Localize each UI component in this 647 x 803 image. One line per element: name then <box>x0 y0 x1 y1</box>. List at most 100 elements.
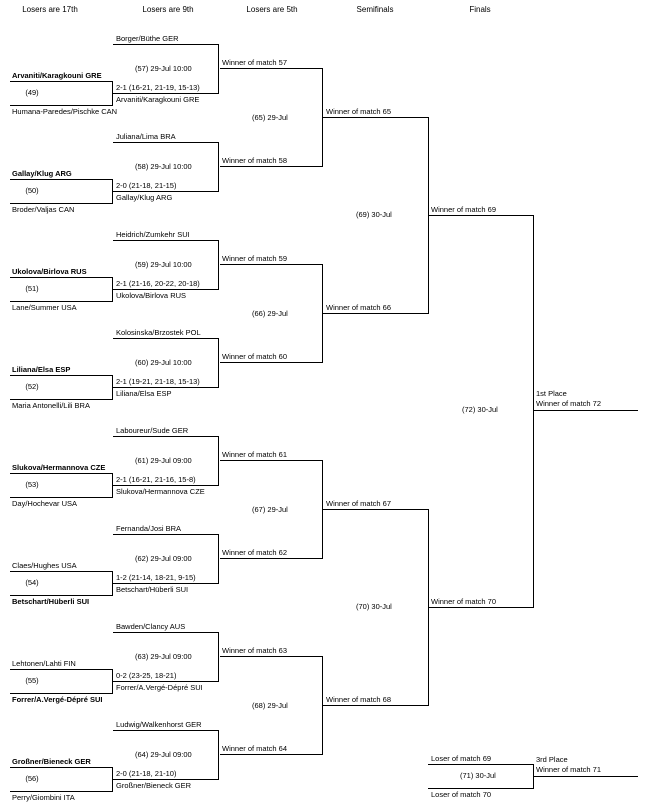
final-connector <box>533 215 534 608</box>
sf-team-bottom: Winner of match 68 <box>326 695 392 704</box>
r2-team-bottom: Liliana/Elsa ESP <box>116 389 172 398</box>
header-losers-5th: Losers are 5th <box>246 5 298 14</box>
r1-team-a: Lehtonen/Lahti FIN <box>12 659 76 668</box>
r1-team-a: Großner/Bieneck GER <box>12 757 91 766</box>
r1-team-b: Day/Hochevar USA <box>12 499 78 508</box>
r2-score: 2-1 (16-21, 21-16, 15-8) <box>116 475 196 484</box>
r2-connector <box>218 142 219 192</box>
r3-team-bottom: Winner of match 64 <box>222 744 288 753</box>
r2-match-info: (62) 29-Jul 09:00 <box>135 554 192 563</box>
r3-top-line <box>220 656 322 657</box>
r2-match-info: (60) 29-Jul 10:00 <box>135 358 192 367</box>
r2-match-info: (64) 29-Jul 09:00 <box>135 750 192 759</box>
r2-team-top: Fernanda/Josi BRA <box>116 524 182 533</box>
r1-team-a: Liliana/Elsa ESP <box>12 365 71 374</box>
r1-bottom-line <box>10 791 113 792</box>
header-losers-17th: Losers are 17th <box>22 5 78 14</box>
r1-seed: (56) <box>25 774 39 783</box>
r2-connector <box>218 730 219 780</box>
r3-team-top: Winner of match 59 <box>222 254 288 263</box>
r1-top-line <box>10 767 113 768</box>
r3-bottom-line <box>220 558 322 559</box>
r3-match-info: (66) 29-Jul <box>252 309 288 318</box>
r2-match-info: (63) 29-Jul 09:00 <box>135 652 192 661</box>
r1-connector <box>112 375 113 400</box>
r2-score: 2-1 (16-21, 21-19, 15-13) <box>116 83 200 92</box>
r1-top-line <box>10 179 113 180</box>
final-team-top: Winner of match 69 <box>431 205 497 214</box>
r2-bottom-line <box>113 583 218 584</box>
sf-team-top: Winner of match 67 <box>326 499 392 508</box>
r2-top-line <box>113 730 218 731</box>
r2-score: 2-1 (19-21, 21-18, 15-13) <box>116 377 200 386</box>
sf-top-line <box>322 117 428 118</box>
r2-team-bottom: Forrer/A.Vergé-Dépré SUI <box>116 683 203 692</box>
r2-bottom-line <box>113 289 218 290</box>
header-finals: Finals <box>469 5 491 14</box>
r1-seed: (49) <box>25 88 39 97</box>
sf-team-top: Winner of match 65 <box>326 107 392 116</box>
r1-seed: (54) <box>25 578 39 587</box>
r3-top-line <box>220 68 322 69</box>
third-place-line <box>533 776 638 777</box>
r1-connector <box>112 81 113 106</box>
r1-team-a: Ukolova/Birlova RUS <box>12 267 87 276</box>
r2-top-line <box>113 44 218 45</box>
r3-bottom-line <box>220 166 322 167</box>
r1-team-a: Slukova/Hermannova CZE <box>12 463 106 472</box>
r1-bottom-line <box>10 399 113 400</box>
r1-team-b: Humana-Paredes/Pischke CAN <box>12 107 118 116</box>
final-bottom-line <box>428 607 533 608</box>
r1-top-line <box>10 81 113 82</box>
final-team-bottom: Winner of match 70 <box>431 597 497 606</box>
r1-team-b: Forrer/A.Vergé-Dépré SUI <box>12 695 103 704</box>
first-place-line <box>533 410 638 411</box>
sf-top-line <box>322 509 428 510</box>
r1-connector <box>112 277 113 302</box>
r2-connector <box>218 240 219 290</box>
r2-connector <box>218 436 219 486</box>
r1-team-b: Betschart/Hüberli SUI <box>12 597 90 606</box>
r1-top-line <box>10 571 113 572</box>
r2-team-top: Bawden/Clancy AUS <box>116 622 186 631</box>
r2-connector <box>218 338 219 388</box>
r1-team-b: Broder/Valjas CAN <box>12 205 75 214</box>
r1-seed: (51) <box>25 284 39 293</box>
r2-bottom-line <box>113 681 218 682</box>
first-place-label: 1st Place <box>536 389 567 398</box>
r1-bottom-line <box>10 595 113 596</box>
r2-team-top: Kolosinska/Brzostek POL <box>116 328 201 337</box>
r1-connector <box>112 473 113 498</box>
r2-match-info: (57) 29-Jul 10:00 <box>135 64 192 73</box>
r2-score: 2-0 (21-18, 21-15) <box>116 181 177 190</box>
r1-team-a: Gallay/Klug ARG <box>12 169 72 178</box>
r2-team-top: Ludwig/Walkenhorst GER <box>116 720 202 729</box>
r1-top-line <box>10 473 113 474</box>
r2-bottom-line <box>113 191 218 192</box>
r1-team-b: Lane/Summer USA <box>12 303 77 312</box>
r2-top-line <box>113 534 218 535</box>
r1-bottom-line <box>10 203 113 204</box>
r2-team-bottom: Slukova/Hermannova CZE <box>116 487 205 496</box>
sf-match-info: (69) 30-Jul <box>356 210 392 219</box>
third-match-info: (71) 30-Jul <box>460 771 496 780</box>
r1-seed: (53) <box>25 480 39 489</box>
r2-score: 1-2 (21-14, 18-21, 9-15) <box>116 573 196 582</box>
r1-connector <box>112 669 113 694</box>
r2-top-line <box>113 632 218 633</box>
third-top-line <box>428 764 533 765</box>
r2-top-line <box>113 436 218 437</box>
header-losers-9th: Losers are 9th <box>142 5 194 14</box>
r2-top-line <box>113 142 218 143</box>
r2-team-bottom: Ukolova/Birlova RUS <box>116 291 187 300</box>
r2-connector <box>218 534 219 584</box>
r3-bottom-line <box>220 362 322 363</box>
third-place-label: 3rd Place <box>536 755 568 764</box>
final-top-line <box>428 215 533 216</box>
r1-team-b: Perry/Giombini ITA <box>12 793 75 802</box>
r2-bottom-line <box>113 93 218 94</box>
r3-bottom-line <box>220 754 322 755</box>
r1-seed: (55) <box>25 676 39 685</box>
r1-top-line <box>10 277 113 278</box>
r3-team-bottom: Winner of match 60 <box>222 352 288 361</box>
